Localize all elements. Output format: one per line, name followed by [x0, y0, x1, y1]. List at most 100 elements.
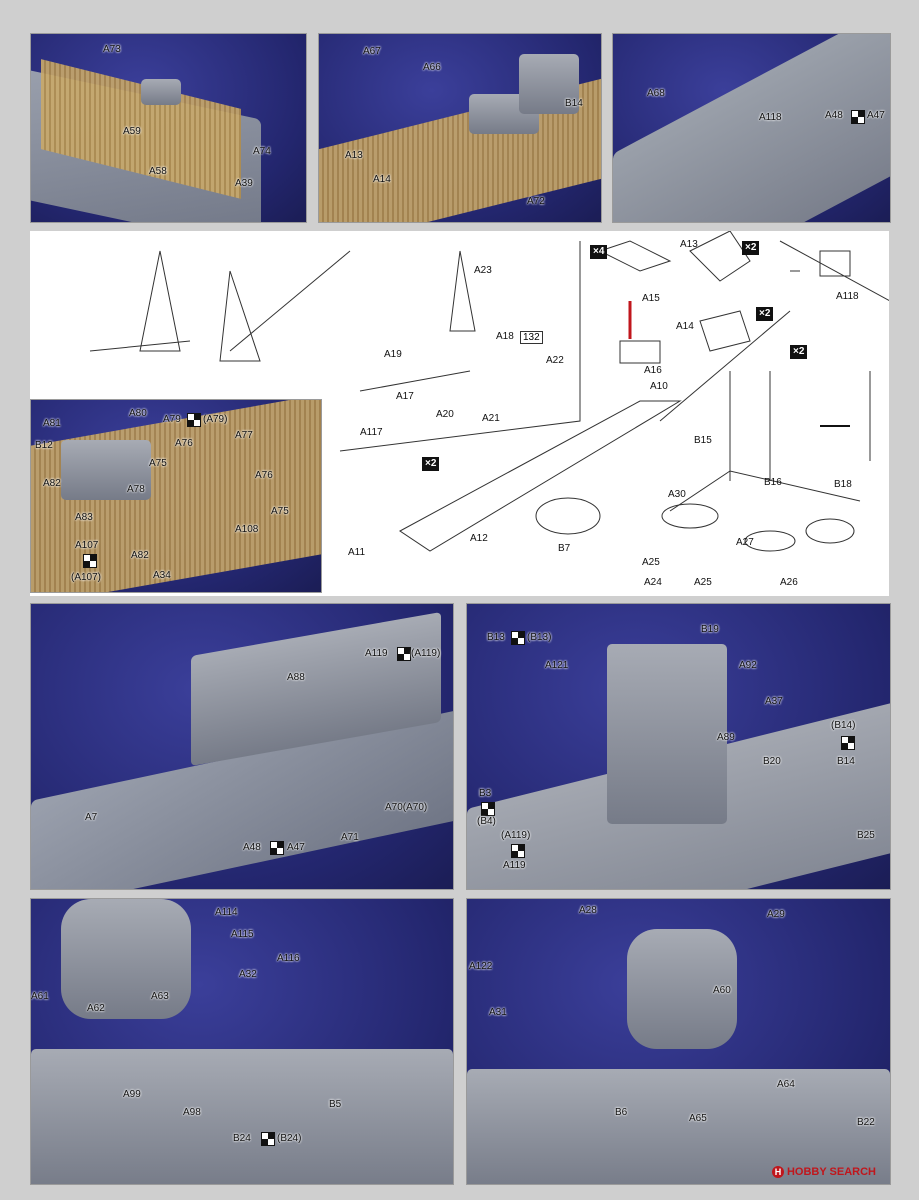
part-label: A25 [642, 557, 660, 568]
label: A83 [75, 512, 93, 523]
label: A31 [489, 1007, 507, 1018]
checker-icon [511, 844, 525, 858]
part-label: A13 [680, 239, 698, 250]
label: B14 [565, 98, 583, 109]
label: A118 [759, 112, 782, 123]
label: A39 [235, 178, 253, 189]
label: A81 [43, 418, 61, 429]
photo-panel-stern: A73 A59 A58 A74 A39 [30, 33, 307, 223]
label: A7 [85, 812, 98, 823]
label: A119 [503, 860, 526, 871]
label: A108 [235, 524, 259, 535]
part-label: B18 [834, 479, 852, 490]
label: (A79) [203, 414, 228, 425]
part-label: A26 [780, 577, 798, 588]
part-label: A12 [470, 533, 488, 544]
label: A32 [239, 969, 257, 980]
part-label: A27 [736, 537, 754, 548]
part-label: A16 [644, 365, 662, 376]
label: (A119) [501, 830, 531, 841]
label: A121 [545, 660, 569, 671]
deck-shape [31, 1049, 453, 1184]
label: A59 [123, 126, 141, 137]
label: A61 [31, 991, 49, 1002]
part-label: A20 [436, 409, 454, 420]
label: A13 [345, 150, 363, 161]
label: A89 [717, 732, 735, 743]
label: A78 [127, 484, 145, 495]
label: B6 [615, 1107, 628, 1118]
label: A114 [215, 907, 238, 918]
label: A60 [713, 985, 731, 996]
part-label: A11 [348, 547, 366, 558]
label: A80 [129, 408, 147, 419]
quantity-badge: ×2 [422, 457, 440, 471]
label: A92 [739, 660, 757, 671]
part-label: B15 [694, 435, 712, 446]
label: A76 [255, 470, 273, 481]
label: A47 [867, 110, 885, 121]
funnel-shape [61, 899, 191, 1019]
label: A63 [151, 991, 169, 1002]
label: A47 [287, 842, 305, 853]
label: A14 [373, 174, 391, 185]
checker-icon [511, 631, 525, 645]
label: A119 [365, 648, 388, 659]
label: B20 [763, 756, 781, 767]
deck-shape [467, 1069, 890, 1184]
part-label: B16 [764, 477, 782, 488]
label: A75 [271, 506, 289, 517]
part-label: A25 [694, 577, 712, 588]
label: B25 [857, 830, 875, 841]
label: A77 [235, 430, 253, 441]
part-label: A118 [836, 291, 859, 302]
part-label: A24 [644, 577, 662, 588]
photo-panel-aircraft-deck: A67 A66 B14 A13 A14 A72 [318, 33, 602, 223]
checker-icon [270, 841, 284, 855]
label: A115 [231, 929, 254, 940]
logo-mark: H [771, 1166, 784, 1178]
label: A65 [689, 1113, 707, 1124]
label: A107 [75, 540, 99, 551]
label: A66 [423, 62, 441, 73]
quantity-badge: ×2 [790, 345, 808, 359]
superstructure-shape [519, 54, 579, 114]
photo-panel-bridge: B13 (B13) B19 A121 A92 A37 A89 (B14) B20… [466, 603, 891, 890]
label: B22 [857, 1117, 875, 1128]
label: (B13) [527, 632, 552, 643]
label: A79 [163, 414, 181, 425]
checker-icon [83, 554, 97, 568]
part-label: A14 [676, 321, 694, 332]
label: (B4) [477, 816, 496, 827]
photo-panel-bow: A68 A118 A48 A47 [612, 33, 891, 223]
label: (A119) [411, 648, 441, 659]
label: A76 [175, 438, 193, 449]
label: A67 [363, 46, 381, 57]
part-label: A10 [650, 381, 668, 392]
label: A99 [123, 1089, 141, 1100]
quantity-badge: ×2 [756, 307, 774, 321]
bow-deck-shape [613, 34, 890, 222]
label: B5 [329, 1099, 342, 1110]
label: A62 [87, 1003, 105, 1014]
label: A70(A70) [385, 802, 428, 813]
label: (B14) [831, 720, 856, 731]
turret-shape [141, 79, 181, 105]
part-label: A23 [474, 265, 492, 276]
label: A28 [579, 905, 597, 916]
label: A58 [149, 166, 167, 177]
label: A72 [527, 196, 545, 207]
label: B19 [701, 624, 719, 635]
checker-icon [851, 110, 865, 124]
turret-shape [61, 440, 151, 500]
label: A98 [183, 1107, 201, 1118]
label: A64 [777, 1079, 795, 1090]
checker-icon [397, 647, 411, 661]
part-label: A19 [384, 349, 402, 360]
label: A116 [277, 953, 300, 964]
quantity-badge: ×2 [742, 241, 760, 255]
label: A75 [149, 458, 167, 469]
label: A82 [43, 478, 61, 489]
photo-panel-aft-deck: A81 A80 A79 (A79) B12 A76 A77 A75 A82 A7… [30, 399, 322, 593]
